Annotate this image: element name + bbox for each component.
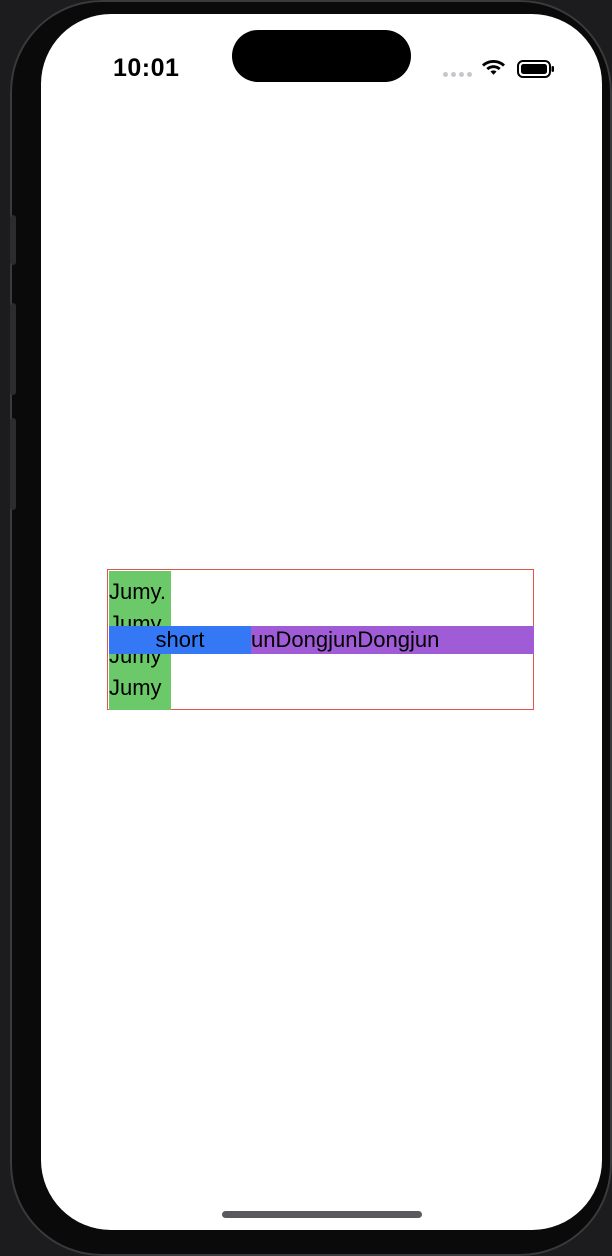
home-indicator[interactable]: [222, 1211, 422, 1218]
short-label: short: [109, 626, 251, 654]
action-button: [10, 215, 16, 265]
layout-container: Jumy. Jumy. Jumy Jumy short unDongjunDon…: [107, 569, 534, 710]
long-label-text: unDongjunDongjun: [251, 627, 440, 652]
green-text-line-4: Jumy: [109, 675, 162, 700]
phone-frame: 10:01 Jumy. Jumy. Jumy Jumy: [10, 0, 612, 1256]
battery-icon: [517, 60, 554, 78]
volume-up-button: [10, 303, 16, 395]
screen: 10:01 Jumy. Jumy. Jumy Jumy: [41, 14, 602, 1230]
cellular-signal-icon: [443, 72, 473, 78]
horizontal-label-row: short unDongjunDongjun: [109, 626, 534, 654]
dynamic-island: [232, 30, 411, 82]
status-time: 10:01: [113, 54, 180, 82]
green-text-line-1: Jumy.: [109, 579, 167, 604]
volume-down-button: [10, 418, 16, 510]
wifi-icon: [482, 60, 505, 75]
long-label: unDongjunDongjun: [251, 626, 534, 654]
